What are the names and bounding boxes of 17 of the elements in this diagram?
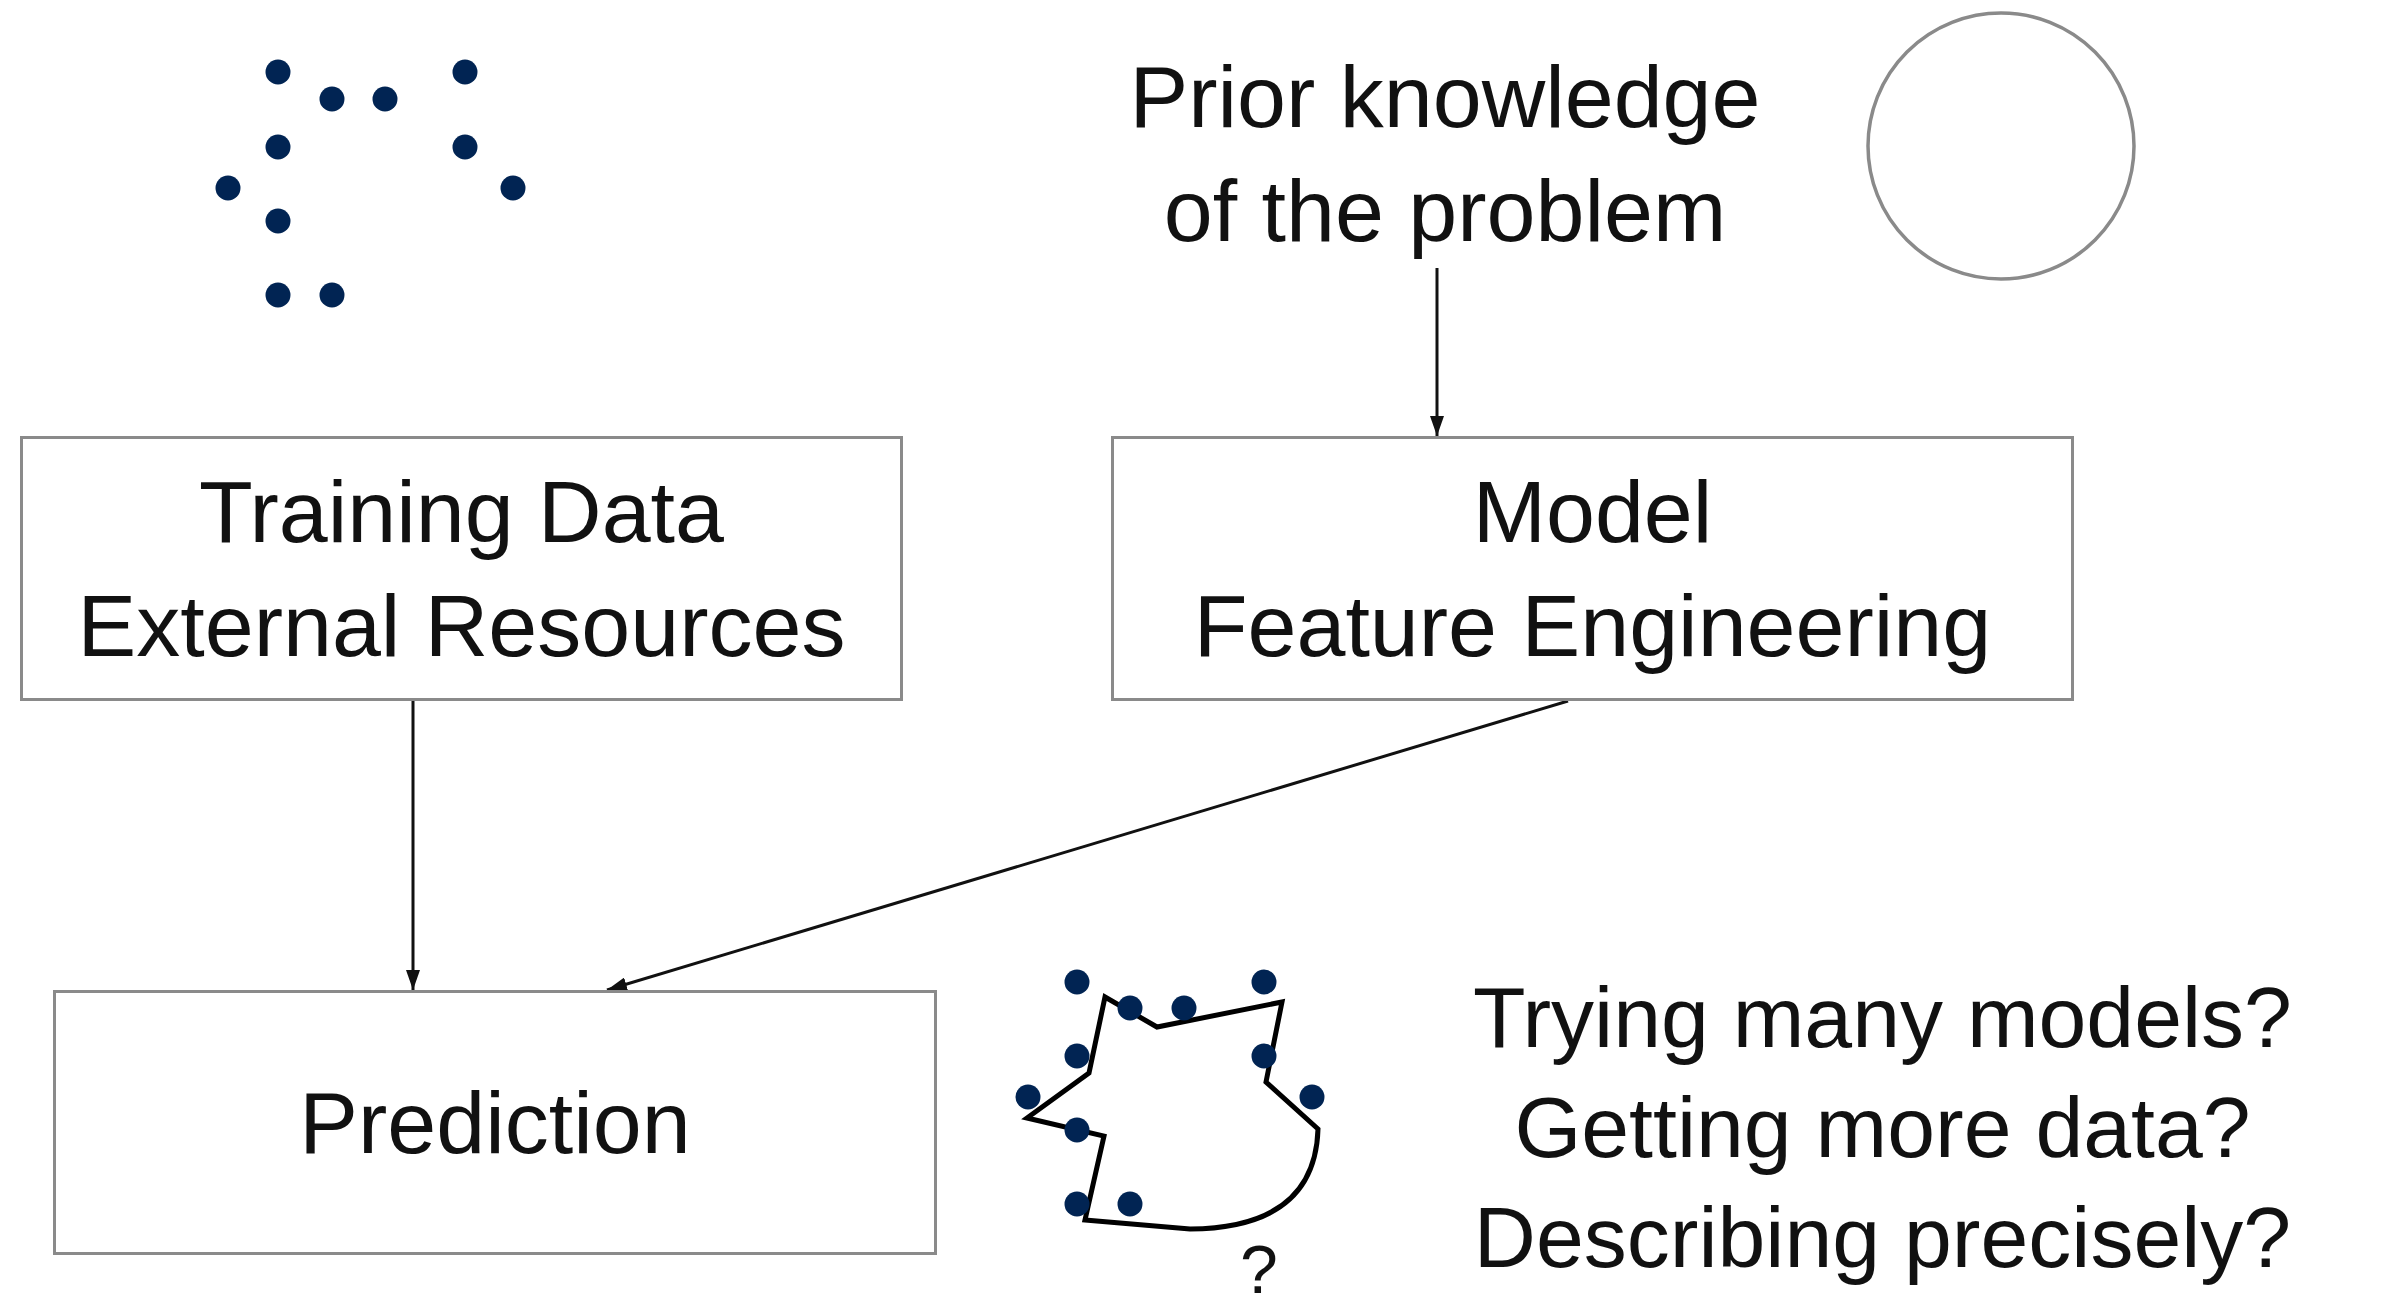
box-label: Feature Engineering — [1193, 574, 1992, 677]
circle-outline — [1866, 11, 2136, 281]
process-box — [53, 990, 937, 1255]
box-label: External Resources — [77, 574, 846, 677]
arrow — [606, 699, 1569, 992]
question-text: Trying many models? — [1473, 968, 2292, 1067]
box-label: Training Data — [199, 460, 724, 563]
question-text: Describing precisely? — [1473, 1188, 2292, 1287]
question-mark: ? — [1240, 1234, 1278, 1304]
process-box — [20, 436, 903, 701]
arrow — [1430, 268, 1444, 436]
process-box — [1111, 436, 2074, 701]
arrow — [406, 701, 420, 990]
box-label: Prediction — [299, 1071, 691, 1174]
note-text: Prior knowledge of the problem — [1128, 46, 1762, 262]
question-text: Getting more data? — [1514, 1078, 2251, 1177]
box-label: Model — [1472, 460, 1713, 563]
